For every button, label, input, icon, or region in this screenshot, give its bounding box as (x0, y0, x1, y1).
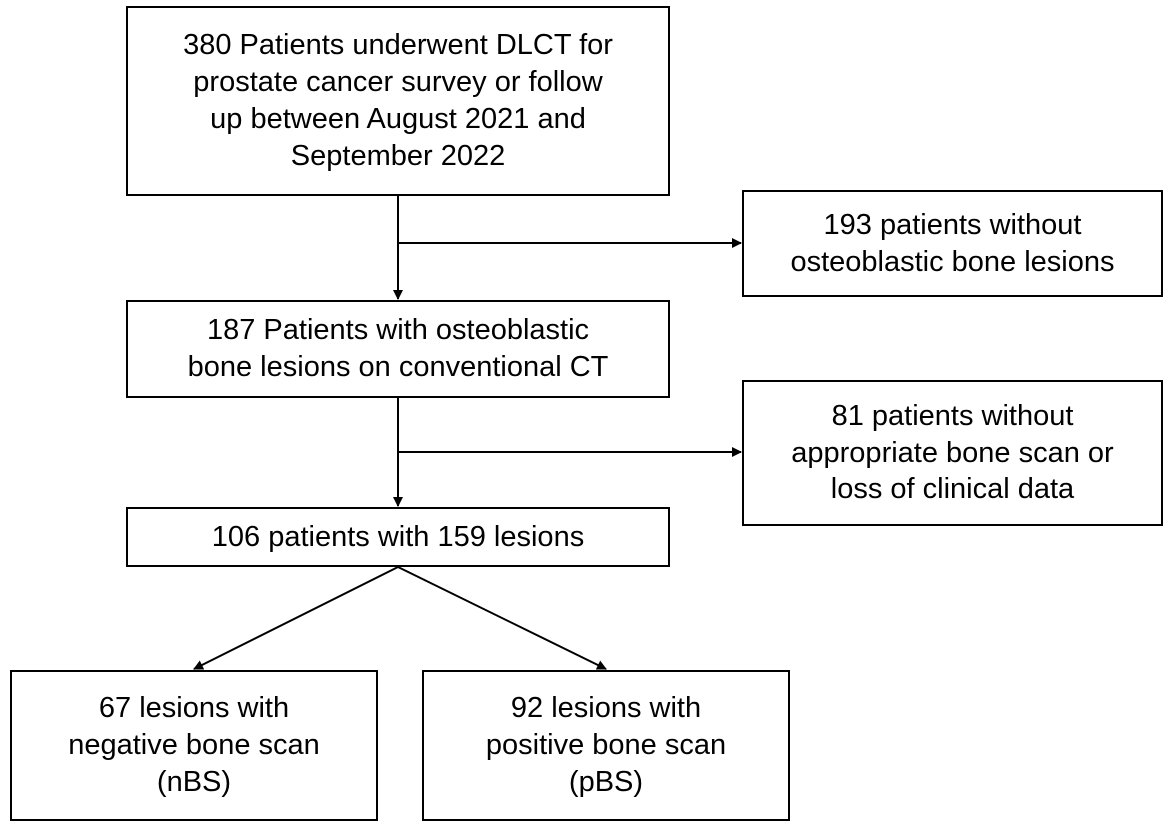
box-text-line: up between August 2021 and (210, 103, 586, 135)
box-excluded-no-lesions-text: 193 patients without osteoblastic bone l… (790, 207, 1114, 281)
box-excluded-no-lesions: 193 patients without osteoblastic bone l… (742, 190, 1163, 297)
box-initial-cohort: 380 Patients underwent DLCT for prostate… (126, 6, 670, 196)
box-text-line: loss of clinical data (830, 473, 1075, 506)
box-excluded-no-bone-scan: 81 patients without appropriate bone sca… (742, 380, 1163, 526)
box-text-line: 106 patients with 159 lesions (211, 520, 585, 553)
box-text-line: prostate cancer survey or follow (193, 66, 603, 99)
box-osteoblastic-lesions-text: 187 Patients with osteoblastic bone lesi… (188, 312, 609, 386)
box-excluded-no-bone-scan-text: 81 patients without appropriate bone sca… (791, 398, 1113, 508)
box-text-line: bone lesions on conventional CT (187, 351, 609, 383)
box-text-line: osteoblastic bone lesions (790, 245, 1115, 278)
arrow-included-to-pbs (397, 566, 607, 670)
box-text-line: (nBS) (156, 765, 232, 798)
box-negative-bone-scan: 67 lesions with negative bone scan (nBS) (10, 670, 378, 821)
box-text-line: 187 Patients with osteoblastic (206, 314, 590, 347)
box-text-line: (pBS) (568, 765, 644, 798)
box-text-line: 81 patients without (831, 399, 1074, 432)
box-text-line: 92 lesions with (510, 692, 702, 725)
box-negative-bone-scan-text: 67 lesions with negative bone scan (nBS) (68, 690, 320, 800)
box-text-line: 67 lesions with (98, 692, 290, 725)
arrow-included-to-nbs (193, 566, 399, 670)
box-included-patients-text: 106 patients with 159 lesions (212, 519, 584, 556)
box-text-line: appropriate bone scan or (791, 436, 1114, 469)
box-text-line: 380 Patients underwent DLCT for (183, 29, 613, 62)
box-text-line: positive bone scan (485, 729, 727, 762)
box-text-line: 193 patients without (823, 208, 1082, 241)
box-text-line: negative bone scan (68, 729, 320, 762)
box-positive-bone-scan: 92 lesions with positive bone scan (pBS) (422, 670, 790, 821)
box-osteoblastic-lesions: 187 Patients with osteoblastic bone lesi… (126, 300, 670, 398)
box-included-patients: 106 patients with 159 lesions (126, 507, 670, 567)
box-positive-bone-scan-text: 92 lesions with positive bone scan (pBS) (486, 690, 726, 800)
box-text-line: September 2022 (290, 139, 506, 172)
box-initial-cohort-text: 380 Patients underwent DLCT for prostate… (183, 27, 613, 174)
